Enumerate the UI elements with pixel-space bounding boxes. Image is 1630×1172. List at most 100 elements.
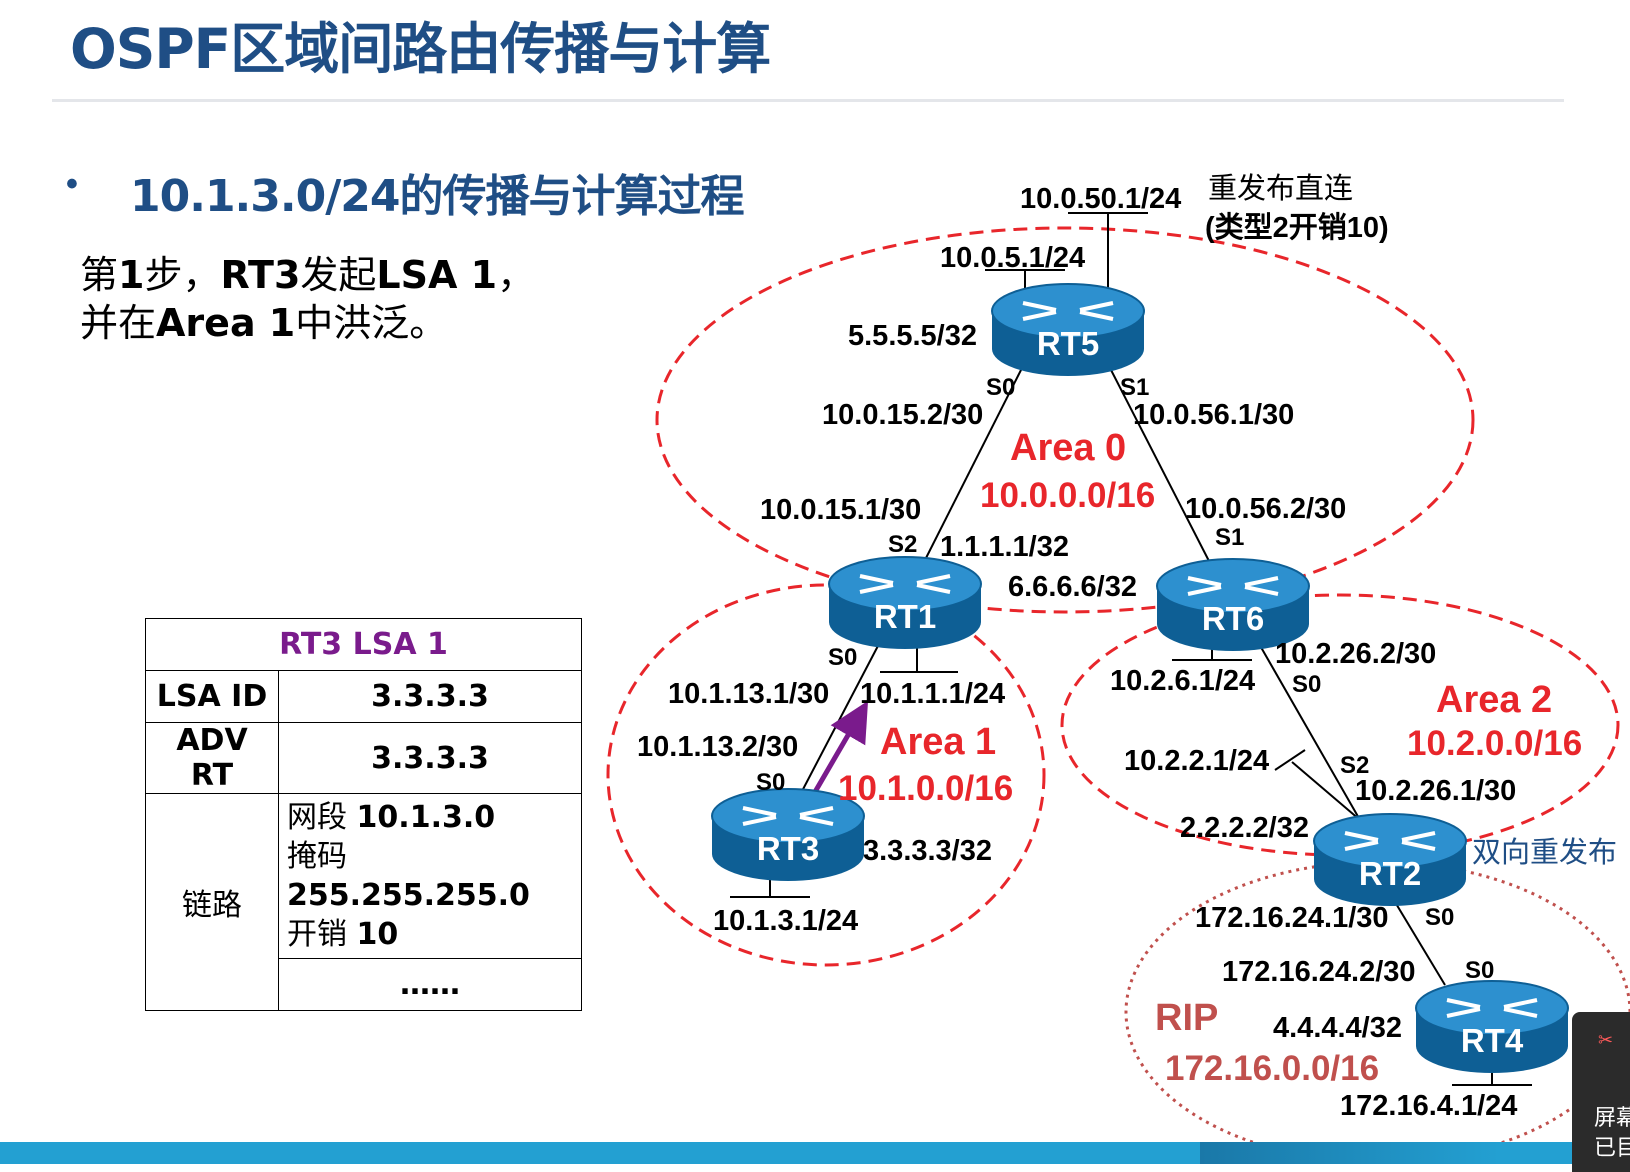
link-label: 10.0.56.2/30 [1185,493,1346,525]
router-rt5: RT5 [991,283,1145,376]
rt4-loopback-label: 4.4.4.4/32 [1273,1012,1402,1044]
router-label: RT6 [1202,600,1264,637]
lsa-table-link-key: 链路 [145,793,279,1011]
rt1-s0-label: S0 [828,644,857,671]
link-field-label: 开销 [287,917,347,952]
step-text: 步， [144,253,221,297]
link-label: 10.2.26.2/30 [1275,638,1436,670]
router-label: RT3 [757,830,819,867]
rip-prefix: 172.16.0.0/16 [1165,1049,1379,1088]
link-label: 10.0.56.1/30 [1133,399,1294,431]
lsa-table-key: ADV RT [145,722,279,794]
link-label: 172.16.24.2/30 [1222,956,1416,988]
rt2-loopback-label: 2.2.2.2/32 [1180,812,1309,844]
area-1-boundary [606,583,1046,967]
rt6-s0-label: S0 [1292,671,1321,698]
lsa-table-value: 3.3.3.3 [278,722,582,794]
bullet-marker: • [66,165,78,203]
router-label: RT4 [1461,1022,1524,1059]
area-0-boundary [655,226,1475,614]
link-label: 10.0.15.1/30 [760,494,921,526]
area-0-name: Area 0 [1010,427,1126,469]
area-1-name: Area 1 [880,721,996,763]
table-row: ADV RT 3.3.3.3 [145,722,582,794]
step-number: 1 [118,253,145,297]
lsa-table-header: RT3 LSA 1 [145,618,582,671]
router-rt2: RT2 [1313,813,1467,906]
rt2-lan-mark [1274,749,1306,771]
link-rt5-rt1 [924,367,1023,561]
rt2-lan-tap [1291,761,1361,821]
step-text: 中洪泛。 [295,301,448,345]
table-row: …… [146,958,582,1011]
router-arrows-icon [859,574,951,594]
rt2-s2-label: S2 [1340,752,1369,779]
area-2-prefix: 10.2.0.0/16 [1407,724,1582,763]
redistribute-type-label: (类型2开销10) [1205,211,1389,244]
rt1-s2-label: S2 [888,531,917,558]
rt4-s0-label: S0 [1465,957,1494,984]
step-text: 第 [80,253,119,297]
lsa-name: LSA 1 [376,253,498,297]
step-text: 发起 [300,253,377,297]
table-row: LSA ID 3.3.3.3 [145,670,582,723]
rt6-loopback-label: 6.6.6.6/32 [1008,571,1137,603]
notification-line-2: 已目 [1594,1136,1630,1161]
rt5-loopback-label: 5.5.5.5/32 [848,320,977,352]
step-text: 并在 [80,301,157,345]
link-rt2-rt4 [1394,901,1446,986]
screenshot-icon: ✂ [1598,1030,1614,1050]
router-arrows-icon [1022,301,1114,321]
lsa-table-link-details: 网段 10.1.3.0 掩码 255.255.255.0 开销 10 [278,793,582,959]
rt1-loopback-label: 1.1.1.1/32 [940,531,1069,563]
rt4-lan-label: 172.16.4.1/24 [1340,1090,1517,1122]
router-rt1: RT1 [828,556,982,649]
bullet-heading: 10.1.3.0/24的传播与计算过程 [130,171,745,222]
rt6-s1-label: S1 [1215,524,1244,551]
area-name: Area 1 [156,301,296,345]
router-label: RT5 [1037,325,1099,362]
mutual-redistribute-label: 双向重发布 [1472,836,1617,869]
rip-name: RIP [1155,997,1218,1039]
step-line-1: 第1步，RT3发起LSA 1， [80,244,535,299]
screenshot-notification[interactable]: ✂ 屏幕 已目 [1572,1012,1630,1172]
link-field-label: 网段 [287,800,347,835]
link-label: 10.0.15.2/30 [822,399,983,431]
link-label: 172.16.24.1/30 [1195,902,1389,934]
router-rt3: RT3 [711,788,865,881]
link-field-value: 10.1.3.0 [356,800,496,835]
link-field-value: 255.255.255.0 [287,878,530,913]
rt5-lan-label: 10.0.50.1/24 [1020,183,1181,215]
title-divider [52,99,1564,102]
lsa-table-value: 3.3.3.3 [278,670,582,723]
notification-line-1: 屏幕 [1594,1106,1630,1131]
router-arrows-icon [1446,998,1538,1018]
rt1-lan-label: 10.1.1.1/24 [860,678,1005,710]
link-label: 10.1.13.2/30 [637,731,798,763]
rt2-lan-label: 10.2.2.1/24 [1124,745,1269,777]
router-rt6: RT6 [1156,558,1310,651]
rt3-s0-label: S0 [756,769,785,796]
link-field-value: 10 [356,917,399,952]
link-label: 10.2.26.1/30 [1355,775,1516,807]
step-text: ， [497,253,536,297]
router-name: RT3 [220,253,301,297]
link-field-label: 掩码 [287,839,347,874]
step-line-2: 并在Area 1中洪泛。 [80,292,447,347]
link-label: 10.1.13.1/30 [668,678,829,710]
router-arrows-icon [1344,831,1436,851]
rt5-s1-label: S1 [1120,374,1149,401]
footer-bar-accent [1200,1142,1500,1164]
area-1-prefix: 10.1.0.0/16 [838,769,1013,808]
link-rt6-rt2 [1257,641,1361,821]
router-arrows-icon [1187,576,1279,596]
lsa-table-ellipsis: …… [278,958,582,1011]
area-0-prefix: 10.0.0.0/16 [980,476,1155,515]
lsa-table: RT3 LSA 1 LSA ID 3.3.3.3 ADV RT 3.3.3.3 … [145,618,582,1011]
rt2-s0-label: S0 [1425,904,1454,931]
rt6-lan-label: 10.2.6.1/24 [1110,665,1255,697]
router-label: RT1 [874,598,936,635]
link-rt5-rt6 [1109,367,1211,564]
table-row: 链路 网段 10.1.3.0 掩码 255.255.255.0 开销 10 [145,793,582,1011]
